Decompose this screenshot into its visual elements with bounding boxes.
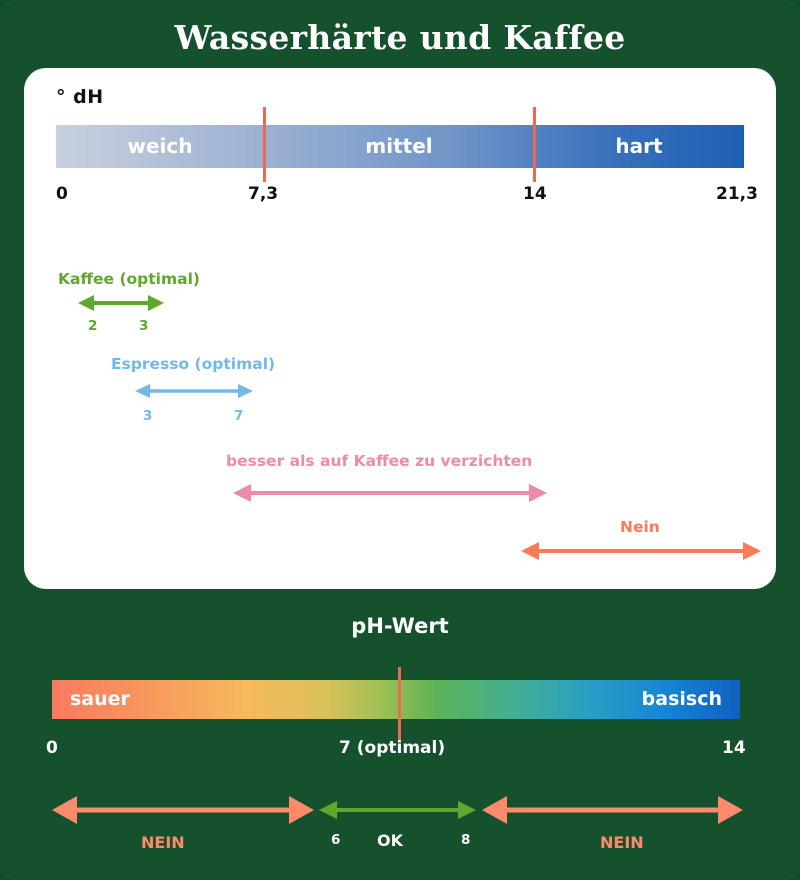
- hardness-segment-mittel: mittel: [365, 134, 433, 158]
- hardness-segment-hart: hart: [615, 134, 663, 158]
- range-label-kaffee-optimal: Kaffee (optimal): [58, 270, 201, 288]
- page-title: Wasserhärte und Kaffee: [174, 18, 626, 57]
- hardness-gradient-bar: weich mittel hart: [56, 125, 744, 168]
- ph-title: pH-Wert: [351, 614, 449, 638]
- ph-axis-tick-7: 7 (optimal): [339, 738, 446, 758]
- ph-tick-marker-7: [398, 667, 401, 741]
- range-arrow-kaffee-optimal: [78, 295, 164, 311]
- range-label-nein-hardness: Nein: [620, 518, 660, 536]
- ph-axis-tick-14: 14: [722, 738, 746, 758]
- range-from-kaffee-optimal: 2: [88, 318, 98, 334]
- hardness-axis-tick-14: 14: [523, 184, 547, 204]
- ph-range-arrow-ok: [319, 801, 476, 819]
- hardness-unit-label: ° dH: [56, 86, 104, 108]
- hardness-axis-tick-0: 0: [56, 184, 68, 204]
- hardness-tick-marker-14: [533, 107, 536, 182]
- range-arrow-espresso-optimal: [135, 384, 253, 398]
- range-arrow-nein-hardness: [521, 542, 761, 560]
- ph-axis-tick-0: 0: [46, 738, 58, 758]
- ph-range-label-nein-links: NEIN: [141, 833, 185, 852]
- range-label-besser-verzichten: besser als auf Kaffee zu verzichten: [226, 452, 533, 470]
- range-to-espresso-optimal: 7: [234, 408, 244, 424]
- hardness-segment-weich: weich: [127, 134, 193, 158]
- range-to-kaffee-optimal: 3: [139, 318, 149, 334]
- hardness-axis-tick-7-3: 7,3: [248, 184, 279, 204]
- ph-range-to-ok: 8: [461, 832, 471, 848]
- ph-range-from-ok: 6: [331, 832, 341, 848]
- range-from-espresso-optimal: 3: [143, 408, 153, 424]
- range-label-espresso-optimal: Espresso (optimal): [111, 355, 276, 373]
- ph-segment-sauer: sauer: [70, 688, 130, 710]
- ph-gradient-bar: sauer basisch: [52, 680, 740, 719]
- hardness-axis-tick-21-3: 21,3: [716, 184, 758, 204]
- ph-range-label-ok: OK: [377, 831, 403, 850]
- range-arrow-besser-verzichten: [233, 484, 547, 502]
- ph-segment-basisch: basisch: [641, 688, 722, 710]
- ph-range-arrow-nein-links: [52, 796, 314, 824]
- ph-range-label-nein-rechts: NEIN: [600, 833, 644, 852]
- ph-range-arrow-nein-rechts: [482, 796, 743, 824]
- hardness-tick-marker-7-3: [263, 107, 266, 182]
